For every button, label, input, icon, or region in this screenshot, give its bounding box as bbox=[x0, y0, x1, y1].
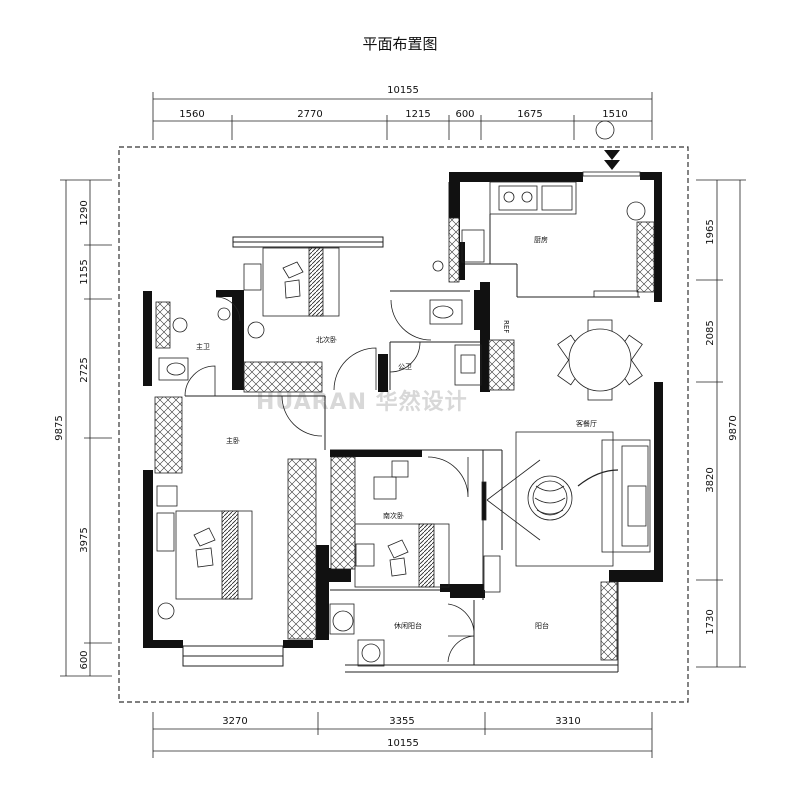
stove-icon bbox=[498, 185, 538, 211]
kitchen-fixtures bbox=[461, 171, 646, 298]
dim-top-seg-6: 1510 bbox=[602, 109, 627, 120]
dim-right-seg-1: 1965 bbox=[705, 219, 716, 244]
room-label-master-bath: 主卫 bbox=[196, 342, 210, 351]
desk-icon bbox=[373, 476, 397, 500]
dim-left-seg-4: 3975 bbox=[79, 527, 90, 552]
oven-icon bbox=[541, 185, 573, 211]
dim-top-seg-4: 600 bbox=[455, 109, 474, 120]
dim-top-seg-3: 1215 bbox=[405, 109, 430, 120]
dim-top-seg-2: 2770 bbox=[297, 109, 322, 120]
dim-top-total: 10155 bbox=[387, 85, 419, 96]
room-label-south-bedroom: 南次卧 bbox=[383, 511, 404, 520]
plan-title: 平面布置图 bbox=[362, 35, 438, 53]
dim-left-seg-3: 2725 bbox=[79, 357, 90, 382]
rug-icon bbox=[515, 431, 614, 567]
dim-top-seg-5: 1675 bbox=[517, 109, 542, 120]
dim-left-seg-5: 600 bbox=[79, 650, 90, 669]
kitchen-appliance-icon bbox=[626, 201, 646, 221]
wardrobes bbox=[154, 217, 655, 661]
public-bath-fixtures bbox=[429, 260, 482, 386]
entrance-marker-icon bbox=[595, 120, 620, 170]
dining-table-icon bbox=[557, 319, 643, 401]
washing-machine-icon bbox=[332, 610, 354, 632]
structural-walls bbox=[143, 172, 663, 648]
room-label-balcony: 阳台 bbox=[535, 621, 549, 630]
master-bath-fixtures bbox=[158, 307, 231, 381]
dim-bottom-seg-3: 3310 bbox=[555, 716, 580, 727]
room-label-north-bedroom: 北次卧 bbox=[316, 335, 337, 344]
room-label-public-bath: 公卫 bbox=[398, 363, 412, 371]
right-dimension-chain bbox=[696, 179, 746, 668]
room-label-master-bedroom: 主卧 bbox=[226, 436, 240, 445]
dim-right-seg-2: 2085 bbox=[705, 320, 716, 345]
bottom-dimension-chain bbox=[152, 712, 653, 758]
chair-icon bbox=[391, 460, 409, 478]
interior-partitions bbox=[182, 182, 640, 673]
fridge-label: REF bbox=[502, 320, 510, 333]
kitchen-sink-icon bbox=[461, 229, 485, 263]
room-label-leisure-balcony: 休闲阳台 bbox=[394, 621, 422, 630]
top-dimension-chain bbox=[152, 92, 653, 140]
dim-left-seg-2: 1155 bbox=[79, 259, 90, 284]
dim-left-seg-1: 1290 bbox=[79, 200, 90, 225]
dim-right-seg-3: 3820 bbox=[705, 467, 716, 492]
south-bedroom-furniture bbox=[354, 460, 501, 593]
dim-bottom-total: 10155 bbox=[387, 738, 419, 749]
floor-drain-icon bbox=[432, 260, 444, 272]
dim-top-seg-1: 1560 bbox=[179, 109, 204, 120]
washbasin-icon bbox=[454, 344, 482, 386]
master-bed-icon bbox=[156, 485, 253, 620]
room-label-living-dining: 客餐厅 bbox=[576, 419, 597, 428]
toilet-icon bbox=[429, 299, 463, 325]
dim-bottom-seg-1: 3270 bbox=[222, 716, 247, 727]
left-dimension-chain bbox=[60, 179, 112, 677]
door-swings bbox=[184, 296, 475, 663]
site-boundary bbox=[118, 146, 689, 703]
dim-left-total: 9875 bbox=[54, 415, 65, 440]
coffee-table-icon bbox=[527, 475, 573, 521]
dim-right-total: 9870 bbox=[728, 415, 739, 440]
living-room-furniture bbox=[481, 431, 651, 567]
watermark-text: HUARAN 华然设计 bbox=[256, 389, 468, 415]
sofa-icon bbox=[601, 439, 651, 553]
dim-right-seg-4: 1730 bbox=[705, 609, 716, 634]
floor-drain-icon bbox=[172, 317, 188, 333]
toilet-icon bbox=[158, 357, 189, 381]
dim-bottom-seg-2: 3355 bbox=[389, 716, 414, 727]
room-label-kitchen: 厨房 bbox=[534, 235, 548, 244]
north-bedroom-bed-icon bbox=[243, 247, 340, 339]
balcony-fixtures bbox=[329, 603, 385, 667]
